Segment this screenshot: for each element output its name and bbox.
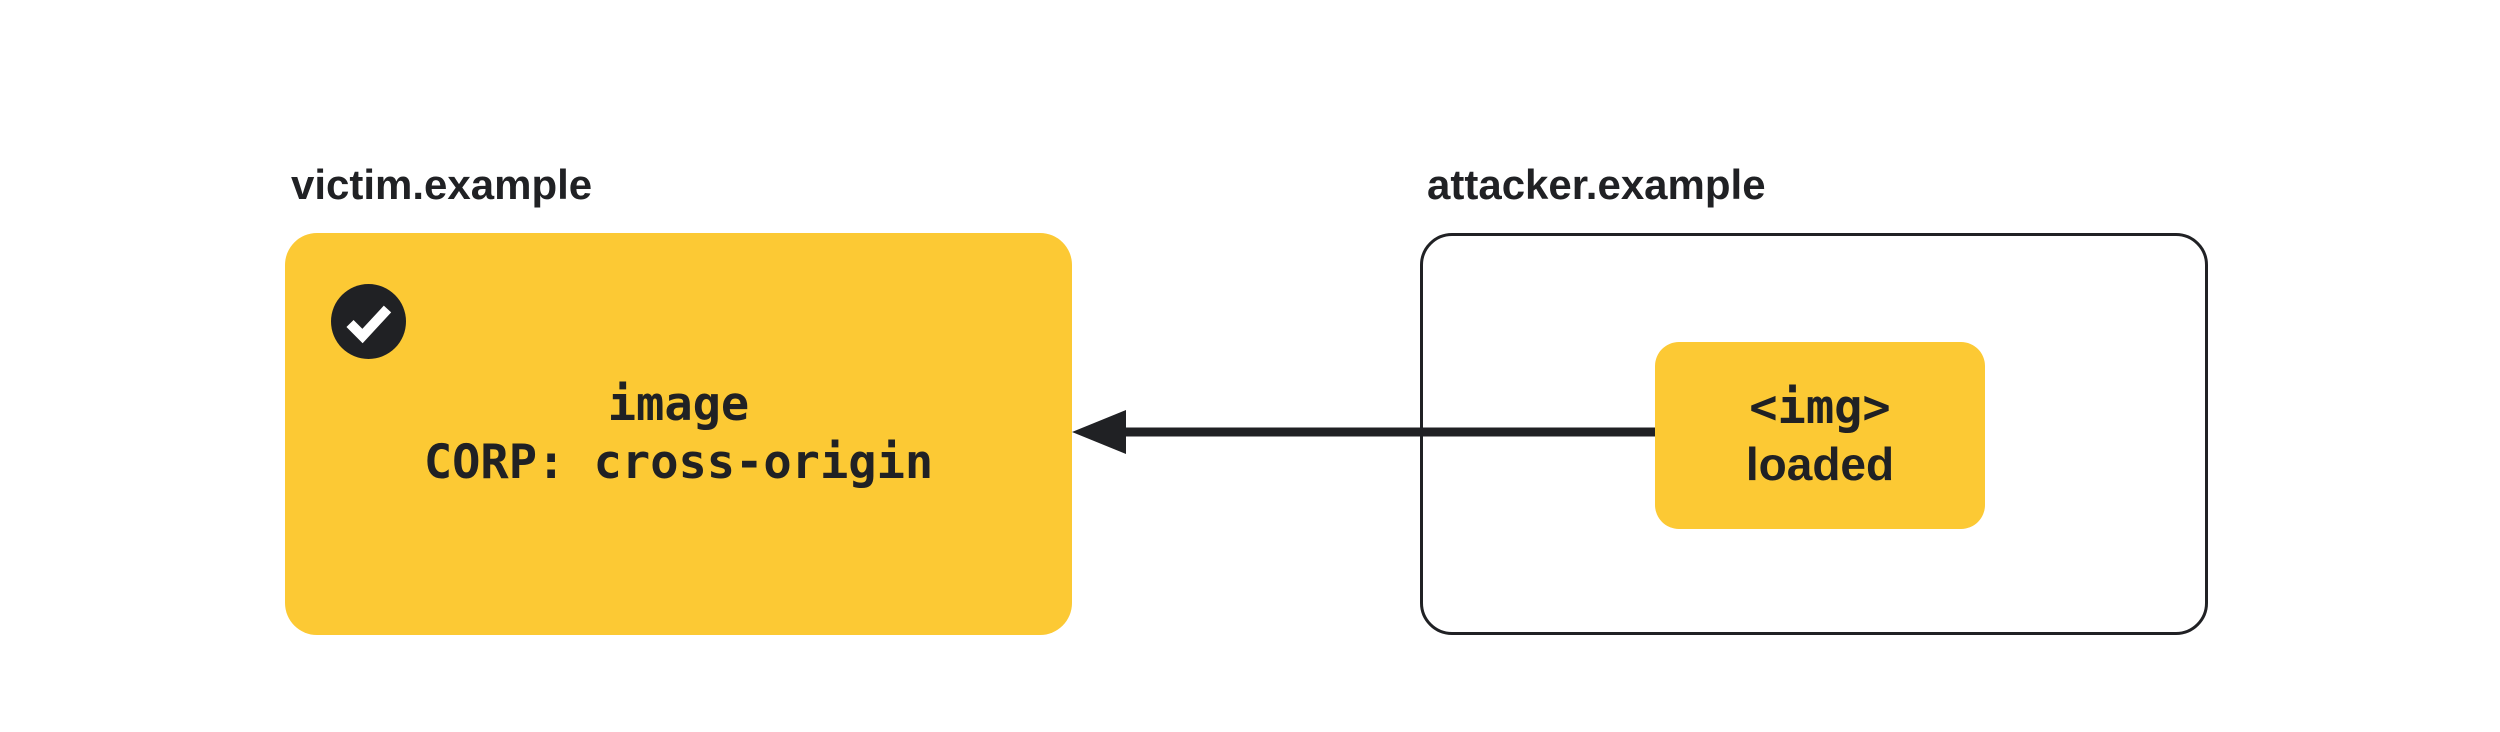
victim-resource-box: image CORP: cross-origin — [285, 233, 1072, 635]
attacker-domain-label: attacker.example — [1427, 161, 1766, 208]
victim-domain-label: victim.example — [291, 161, 593, 208]
img-loaded-node: <img> loaded — [1655, 342, 1985, 529]
img-loaded-text: loaded — [1745, 437, 1895, 490]
victim-corp-header: CORP: cross-origin — [423, 435, 934, 490]
victim-resource-type: image — [607, 377, 750, 432]
img-tag-text: <img> — [1749, 379, 1891, 435]
check-circle-icon — [331, 284, 406, 359]
attacker-page-box: <img> loaded — [1420, 233, 2208, 635]
